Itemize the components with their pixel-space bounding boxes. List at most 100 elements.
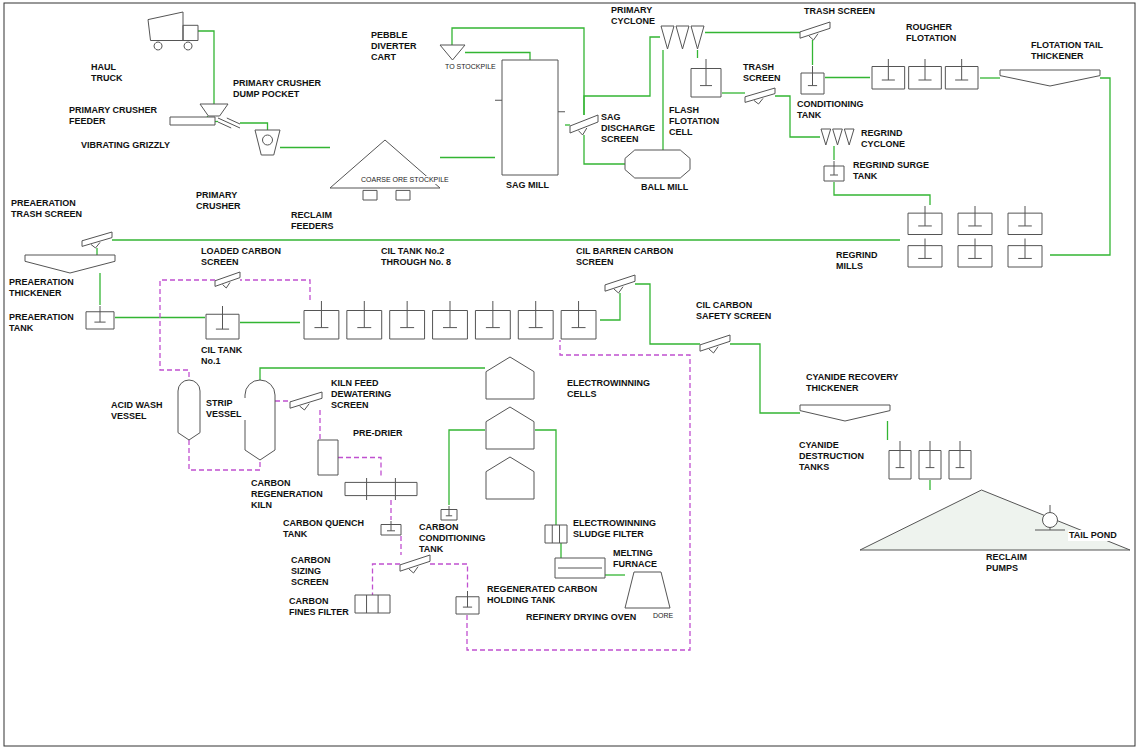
truck-icon (148, 12, 198, 50)
equipment-node: PRE-DRIER (318, 440, 338, 475)
equipment-label: ELECTROWINNING CELLS (566, 378, 666, 400)
equipment-label: RECLAIM PUMPS (985, 552, 1055, 574)
equipment-label: ACID WASH VESSEL (110, 400, 172, 422)
ctanks-outline (314, 301, 328, 328)
vessel-outline (245, 380, 275, 460)
mill-outline (625, 150, 690, 178)
ctanks-outline (572, 301, 586, 328)
carbon-flow-line (467, 340, 690, 650)
tank-icon (800, 65, 825, 95)
pile-outline (363, 190, 410, 200)
equipment-label: PEBBLE DIVERTER CART (370, 30, 435, 62)
slurry-flow-line (99, 273, 100, 305)
dtanks-outline (896, 441, 905, 468)
equipment-label: REGRIND CYCLONE (860, 128, 925, 150)
equipment-label: REFINERY DRYING OVEN (525, 612, 637, 623)
slurry-flow-line (198, 31, 214, 104)
equipment-node: HAUL TRUCK (148, 12, 198, 50)
slurry-flow-line (440, 157, 495, 158)
kiln-outline (367, 478, 396, 500)
tank-outline (94, 306, 105, 322)
slurry-flow-line (825, 77, 870, 78)
mills-outline (918, 206, 932, 226)
carbon-flow-line (275, 400, 290, 401)
equipment-node: VIBRATING GRIZZLY (218, 118, 240, 128)
slurry-flow-line (605, 574, 625, 575)
screen-icon (745, 88, 775, 104)
screen-outline (570, 115, 598, 133)
ew-outline (486, 407, 534, 449)
mill-icon (625, 150, 690, 178)
screen-icon (400, 555, 430, 573)
screen-outline (215, 272, 240, 286)
equipment-node: PRIMARY CRUSHER FEEDER (170, 117, 215, 125)
ctanks-outline (400, 301, 414, 328)
equipment-label: CARBON REGENERATION KILN (250, 478, 335, 510)
slurry-flow-line (1050, 78, 1110, 255)
equipment-label: CARBON FINES FILTER (288, 596, 354, 618)
filter-outline (367, 595, 379, 613)
equipment-name: REGRIND SURGE TANK (852, 160, 942, 182)
kiln-outline (345, 482, 417, 495)
tank-icon (380, 520, 402, 536)
equipment-name: CIL BARREN CARBON SCREEN (575, 246, 675, 268)
cyclone-outline (821, 129, 831, 145)
equipment-label: SAG DISCHARGE SCREEN (600, 112, 658, 144)
equipment-name: LOADED CARBON SCREEN (200, 246, 300, 268)
equipment-node: PRIMARY CYCLONE (660, 25, 705, 50)
kiln-icon (345, 478, 417, 500)
pump-outline (1035, 505, 1065, 530)
tank-outline (387, 521, 395, 531)
equipment-node: PREAERATION TANK (85, 305, 115, 330)
ctanks-icon (300, 300, 600, 340)
equipment-node: ELECTROWINNING SLUDGE FILTER (545, 525, 567, 543)
equipment-name: VIBRATING GRIZZLY (80, 140, 171, 151)
equipment-name: PREAERATION THICKENER (8, 277, 83, 299)
cell-icon (690, 58, 722, 98)
equipment-node: TRASH SCREEN (800, 22, 830, 40)
pond-icon (860, 490, 1130, 550)
pump-outline (1043, 513, 1058, 528)
oven-outline (555, 558, 605, 578)
equipment-node: CARBON SIZING SCREEN (400, 555, 430, 573)
equipment-name: CIL CARBON SAFETY SCREEN (695, 300, 775, 322)
thick-outline (800, 405, 890, 421)
equipment-node: MELTING FURNACE (625, 572, 670, 608)
thick-icon (25, 255, 115, 273)
equipment-name: PREAERATION TANK (8, 312, 83, 334)
screen-outline (700, 335, 730, 351)
tank-icon (455, 590, 480, 615)
equipment-label: RECLAIM FEEDERS (290, 210, 360, 232)
equipment-name: TAIL POND (1068, 530, 1118, 541)
screen-outline (300, 404, 310, 410)
equipment-name: FLOTATION TAIL THICKENER (1030, 40, 1125, 62)
equipment-label: HAUL TRUCK (90, 62, 140, 84)
thick-outline (25, 255, 115, 273)
equipment-node: CARBON REGENERATION KILN (345, 478, 417, 500)
equipment-node: CONDITIONING TANK (800, 65, 825, 95)
equipment-name: CARBON SIZING SCREEN (290, 555, 360, 587)
thick-outline (1000, 70, 1100, 86)
filter-outline (545, 525, 567, 543)
equipment-name: CIL TANK No.2 THROUGH No. 8 (380, 246, 490, 268)
cyclone-outline (691, 26, 704, 49)
cell-outline (700, 59, 712, 86)
equipment-name: CARBON QUENCH TANK (282, 518, 372, 540)
equipment-node: KILN FEED DEWATERING SCREEN (290, 392, 322, 410)
hopper-outline (200, 104, 228, 116)
screen-outline (745, 88, 775, 102)
filter-outline (355, 595, 390, 613)
equipment-label: ROUGHER FLOTATION (905, 22, 985, 44)
equipment-node: REGENERATED CARBON HOLDING TANK (455, 590, 480, 615)
ew-icon (485, 355, 535, 505)
slurry-flow-line (834, 182, 930, 205)
equipment-node: CARBON QUENCH TANK (380, 520, 402, 536)
slurry-flow-line (240, 322, 300, 323)
tank-outline (446, 506, 452, 516)
pond-outline (860, 490, 1130, 550)
equipment-node: CARBON FINES FILTER (355, 595, 390, 613)
equipment-name: PEBBLE DIVERTER CART (370, 30, 435, 62)
equipment-label: PREAERATION THICKENER (8, 277, 83, 299)
ctanks-outline (443, 301, 457, 328)
